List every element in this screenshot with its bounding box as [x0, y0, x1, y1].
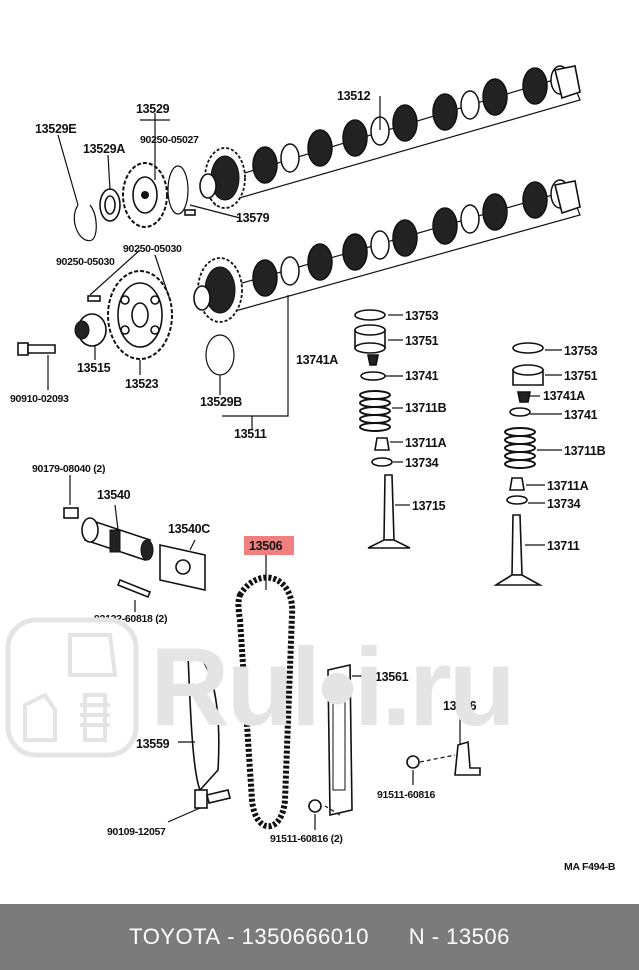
camshaft-lower[interactable] — [193, 179, 581, 323]
label-13529: 13529 — [136, 102, 170, 116]
label-13512: 13512 — [337, 89, 371, 103]
label-13540: 13540 — [97, 488, 131, 502]
label-13751-right: 13751 — [564, 369, 598, 383]
label-13734-right: 13734 — [547, 497, 581, 511]
label-13741A-right: 13741A — [543, 389, 585, 403]
bolt-91511-60816-a[interactable] — [406, 755, 420, 769]
label-13741-left: 13741 — [405, 369, 439, 383]
footer-bar: TOYOTA - 1350666010 N - 13506 — [0, 904, 639, 970]
ring-13529B[interactable] — [205, 334, 235, 376]
label-13515: 13515 — [77, 361, 111, 375]
label-90250-05030-upper: 90250-05030 — [123, 243, 182, 255]
sprocket-13523[interactable] — [107, 270, 173, 360]
footer-part-number: 1350666010 — [241, 924, 369, 949]
footer-ref-prefix: N — [408, 924, 426, 949]
label-13506: 13506 — [249, 539, 283, 553]
label-13529B: 13529B — [200, 395, 242, 409]
bracket-13516[interactable] — [454, 740, 481, 776]
pin-90250-05030[interactable] — [87, 295, 101, 302]
label-13711B-right: 13711B — [564, 444, 606, 458]
hub-13515[interactable] — [74, 313, 107, 347]
label-13741A-left: 13741A — [296, 353, 338, 367]
label-13711B-left: 13711B — [405, 401, 447, 415]
label-13511: 13511 — [234, 427, 267, 441]
part-labels: 13512 13529 13529E 13529A 90250-05027 13… — [10, 89, 616, 873]
label-13559: 13559 — [136, 737, 170, 751]
label-13751-left: 13751 — [405, 334, 439, 348]
bolt-90109-12057[interactable] — [194, 789, 231, 809]
label-90179-08040: 90179-08040 (2) — [32, 463, 105, 475]
label-13753-left: 13753 — [405, 309, 439, 323]
label-13711: 13711 — [547, 539, 580, 553]
label-13711A-right: 13711A — [547, 479, 589, 493]
valve-stack-left[interactable] — [354, 309, 411, 549]
label-91511-60816-2: 91511-60816 (2) — [270, 833, 343, 845]
valve-stack-right[interactable] — [493, 342, 544, 586]
diagram-code: MA F494-B — [564, 861, 616, 873]
camshaft-upper[interactable] — [199, 65, 581, 209]
label-90250-05027: 90250-05027 — [140, 134, 199, 146]
label-13753-right: 13753 — [564, 344, 598, 358]
label-13529A: 13529A — [83, 142, 125, 156]
footer-gap — [369, 924, 409, 950]
label-13715: 13715 — [412, 499, 446, 513]
label-13741-right: 13741 — [564, 408, 598, 422]
snap-ring-13529E[interactable] — [73, 204, 97, 242]
footer-sep-1: - — [220, 924, 242, 949]
stud-92122-60818[interactable] — [116, 578, 152, 599]
label-92122-60818: 92122-60818 (2) — [94, 613, 167, 625]
label-13540C: 13540C — [168, 522, 210, 536]
tensioner-13540[interactable] — [81, 517, 154, 562]
label-13711A-left: 13711A — [405, 436, 447, 450]
bolt-91511-60816-b[interactable] — [308, 799, 322, 813]
chain-guide-13559[interactable] — [187, 654, 220, 792]
label-13561: 13561 — [375, 670, 409, 684]
label-91511-60816: 91511-60816 — [377, 789, 435, 801]
leader-lines — [47, 96, 562, 830]
highlight-13506 — [244, 536, 294, 555]
ring-90250-05027[interactable] — [167, 165, 189, 215]
label-13529E: 13529E — [35, 122, 76, 136]
bolt-90179-08040[interactable] — [63, 507, 79, 519]
label-90250-05030-lower: 90250-05030 — [56, 256, 115, 268]
parts-diagram: 13512 13529 13529E 13529A 90250-05027 13… — [10, 65, 616, 873]
label-13516: 13516 — [443, 699, 477, 713]
damper-13561[interactable] — [327, 664, 353, 816]
label-13579: 13579 — [236, 211, 270, 225]
footer-ref-number: 13506 — [446, 924, 510, 949]
sprocket-13529[interactable] — [122, 162, 168, 228]
timing-chain-13506[interactable] — [235, 574, 296, 830]
label-13734-left: 13734 — [405, 456, 439, 470]
label-90109-12057: 90109-12057 — [107, 826, 166, 838]
bolt-90910-02093[interactable] — [17, 342, 56, 356]
pin-13579[interactable] — [184, 209, 196, 216]
label-13523: 13523 — [125, 377, 159, 391]
footer-sep-2: - — [425, 924, 447, 949]
footer-brand: TOYOTA — [129, 924, 221, 949]
label-90910-02093: 90910-02093 — [10, 393, 69, 405]
